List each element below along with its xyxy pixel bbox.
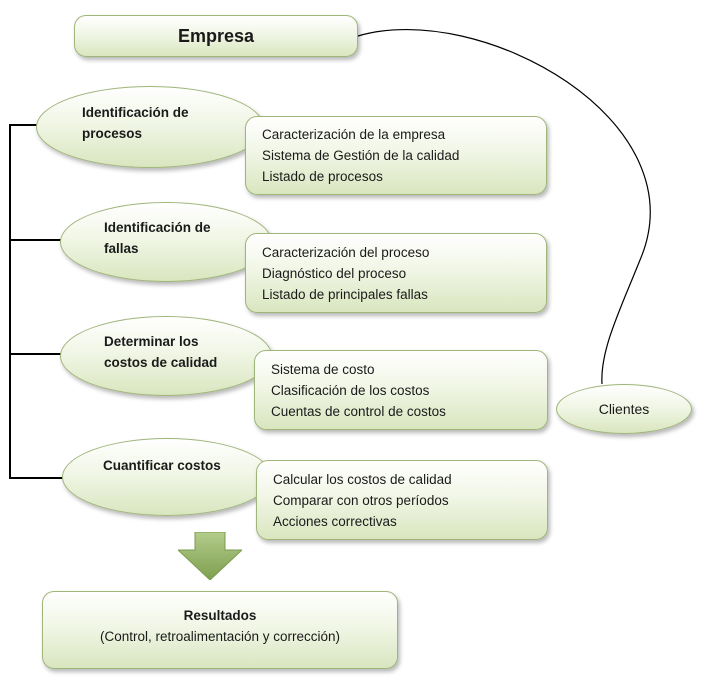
down-arrow-icon	[178, 532, 242, 580]
stage-oval-procesos	[36, 86, 264, 168]
stage-label-line: fallas	[104, 241, 139, 256]
stage-oval-fallas	[60, 202, 272, 282]
empresa-clientes-arc	[357, 28, 651, 385]
result-box: Resultados (Control, retroalimentación y…	[42, 591, 398, 669]
stage-label-line: procesos	[82, 126, 143, 141]
stage-oval-costos	[60, 316, 272, 396]
stage-label-fallas: Identificación de fallas	[104, 217, 211, 259]
stage-label-line: Determinar los	[104, 334, 199, 349]
clientes-oval: Clientes	[556, 384, 692, 434]
detail-item: Listado de principales fallas	[262, 286, 428, 302]
stage-label-line: costos de calidad	[104, 355, 218, 370]
stage-bracket	[9, 124, 80, 479]
detail-item: Listado de procesos	[262, 169, 383, 184]
stage-label-costos: Determinar los costos de calidad	[104, 331, 217, 373]
detail-box-procesos: Caracterización de la empresa Sistema de…	[245, 116, 547, 195]
detail-box-costos: Sistema de costo Clasificación de los co…	[254, 350, 548, 430]
detail-item: Cuentas de control de costos	[271, 403, 446, 419]
detail-item: Clasificación de los costos	[271, 382, 430, 398]
empresa-title: Empresa	[177, 25, 255, 46]
detail-item: Sistema de costo	[271, 361, 375, 377]
detail-item: Caracterización del proceso	[262, 244, 430, 260]
detail-item: Acciones correctivas	[273, 513, 397, 529]
detail-box-cuantificar: Calcular los costos de calidad Comparar …	[256, 460, 548, 540]
detail-box-fallas: Caracterización del proceso Diagnóstico …	[245, 233, 547, 313]
stage-label-line: Cuantificar costos	[103, 458, 221, 473]
detail-item: Diagnóstico del proceso	[262, 265, 407, 281]
stage-label-cuantificar: Cuantificar costos	[103, 455, 221, 476]
detail-item: Calcular los costos de calidad	[273, 471, 452, 487]
stage-label-line: Identificación de	[82, 105, 189, 120]
result-title: Resultados	[183, 608, 257, 623]
stage-label-procesos: Identificación de procesos	[82, 102, 189, 144]
detail-item: Caracterización de la empresa	[262, 127, 446, 142]
result-subtitle: (Control, retroalimentación y corrección…	[99, 629, 341, 644]
clientes-label: Clientes	[598, 401, 650, 417]
stage-oval-cuantificar	[62, 438, 272, 516]
empresa-box: Empresa	[74, 15, 358, 57]
detail-item: Sistema de Gestión de la calidad	[262, 148, 460, 163]
stage-label-line: Identificación de	[104, 220, 211, 235]
detail-item: Comparar con otros períodos	[273, 492, 449, 508]
